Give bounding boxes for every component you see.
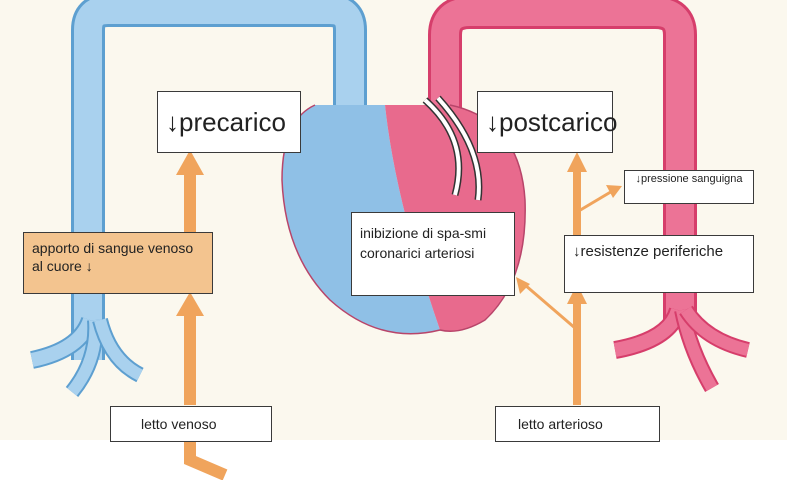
letto-venoso-label: letto venoso	[141, 416, 217, 432]
arrow-up-precarico-icon	[176, 150, 204, 175]
letto-arterioso-box: letto arterioso	[495, 406, 660, 442]
arrow-up-resistenze-icon	[567, 284, 587, 304]
postcarico-label: ↓postcarico	[486, 106, 618, 137]
postcarico-box: ↓postcarico	[477, 91, 618, 153]
apporto-box: apporto di sangue venoso al cuore ↓	[23, 232, 213, 294]
venous-vessels	[29, 0, 367, 398]
orange-arrows	[176, 150, 622, 480]
apporto-label: apporto di sangue venoso al cuore ↓	[32, 240, 194, 274]
arterial-vessels	[428, 0, 750, 393]
arrow-up-postcarico-icon	[567, 152, 587, 172]
inibizione-box: inibizione di spa-smi coronarici arterio…	[351, 212, 515, 296]
letto-venoso-box: letto venoso	[110, 406, 272, 442]
arrow-up-apporto-icon	[176, 292, 204, 316]
pressione-box: ↓pressione sanguigna	[624, 170, 754, 204]
arrow-pressione-icon	[606, 185, 622, 198]
precarico-label: ↓precarico	[166, 106, 286, 137]
letto-arterioso-label: letto arterioso	[518, 416, 603, 432]
resistenze-box: ↓resistenze periferiche	[564, 235, 754, 293]
arrow-inibizione-icon	[516, 277, 530, 294]
precarico-box: ↓precarico	[157, 91, 301, 153]
pressione-label: ↓pressione sanguigna	[635, 173, 743, 185]
inibizione-label: inibizione di spa-smi coronarici arterio…	[360, 225, 487, 261]
resistenze-label: ↓resistenze periferiche	[573, 243, 724, 260]
